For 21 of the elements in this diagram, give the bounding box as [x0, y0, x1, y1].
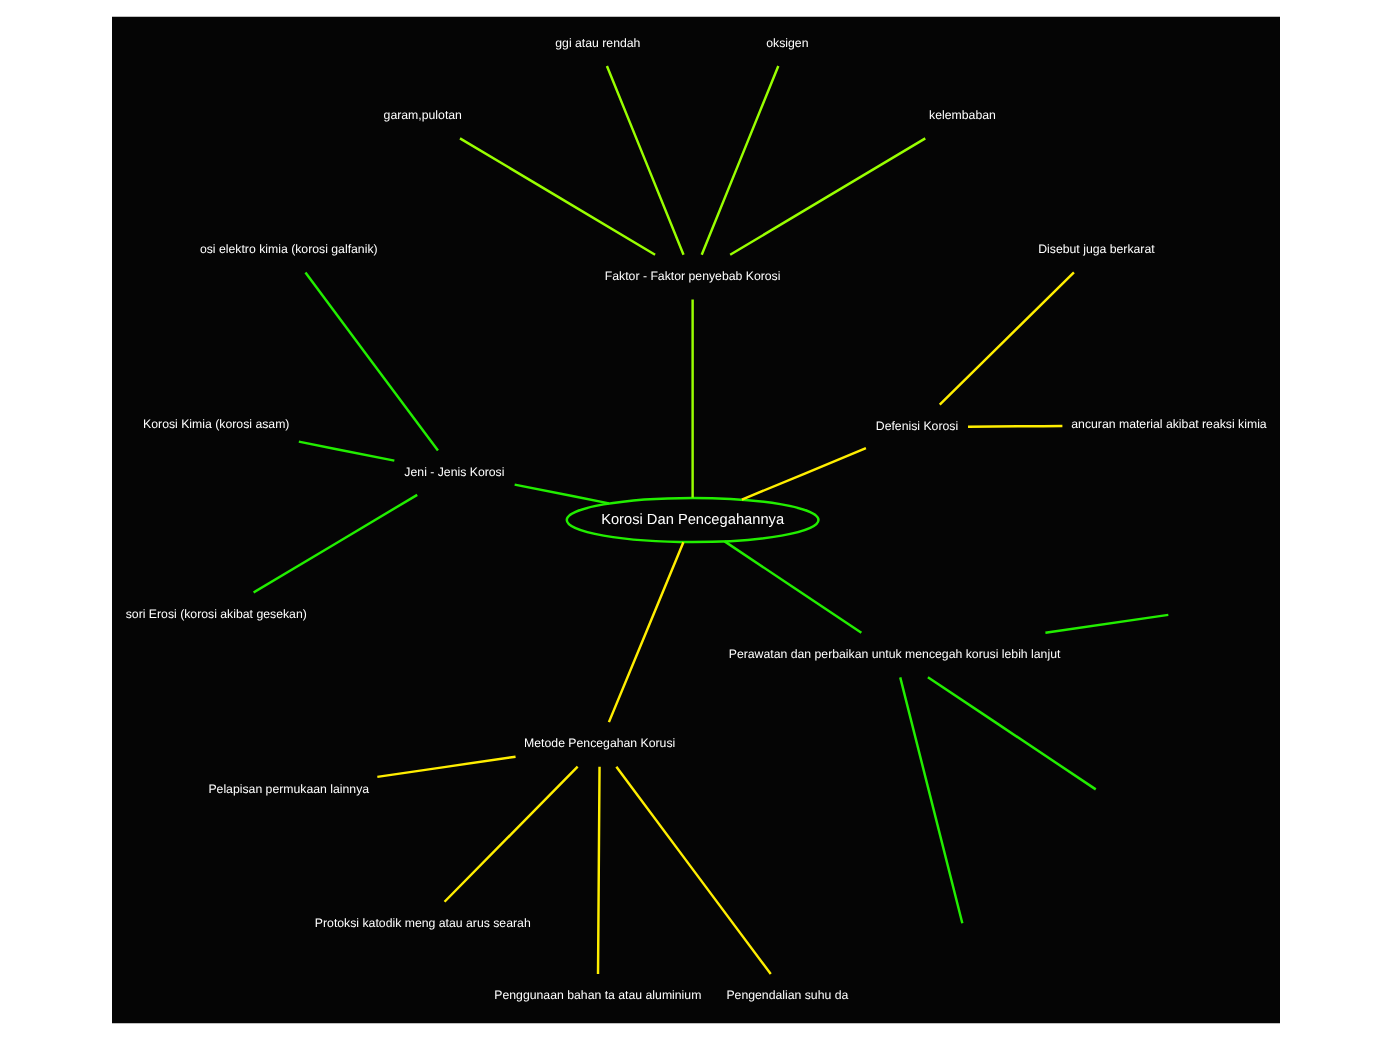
connector	[514, 483, 610, 505]
connector	[252, 493, 418, 594]
connector	[1045, 613, 1169, 635]
connector	[700, 65, 780, 256]
connector	[968, 424, 1063, 428]
connector	[938, 271, 1075, 406]
connector	[691, 299, 694, 498]
connector	[899, 677, 964, 924]
connector	[443, 765, 579, 903]
connector	[607, 541, 685, 723]
connector	[605, 65, 685, 256]
connector	[596, 766, 601, 975]
connector	[615, 766, 772, 975]
connector	[377, 755, 516, 779]
connector	[298, 440, 395, 462]
connector	[459, 137, 656, 256]
connector	[741, 447, 867, 501]
connector	[927, 676, 1097, 791]
connector	[304, 271, 439, 452]
connector	[723, 540, 863, 634]
connector	[729, 137, 926, 256]
